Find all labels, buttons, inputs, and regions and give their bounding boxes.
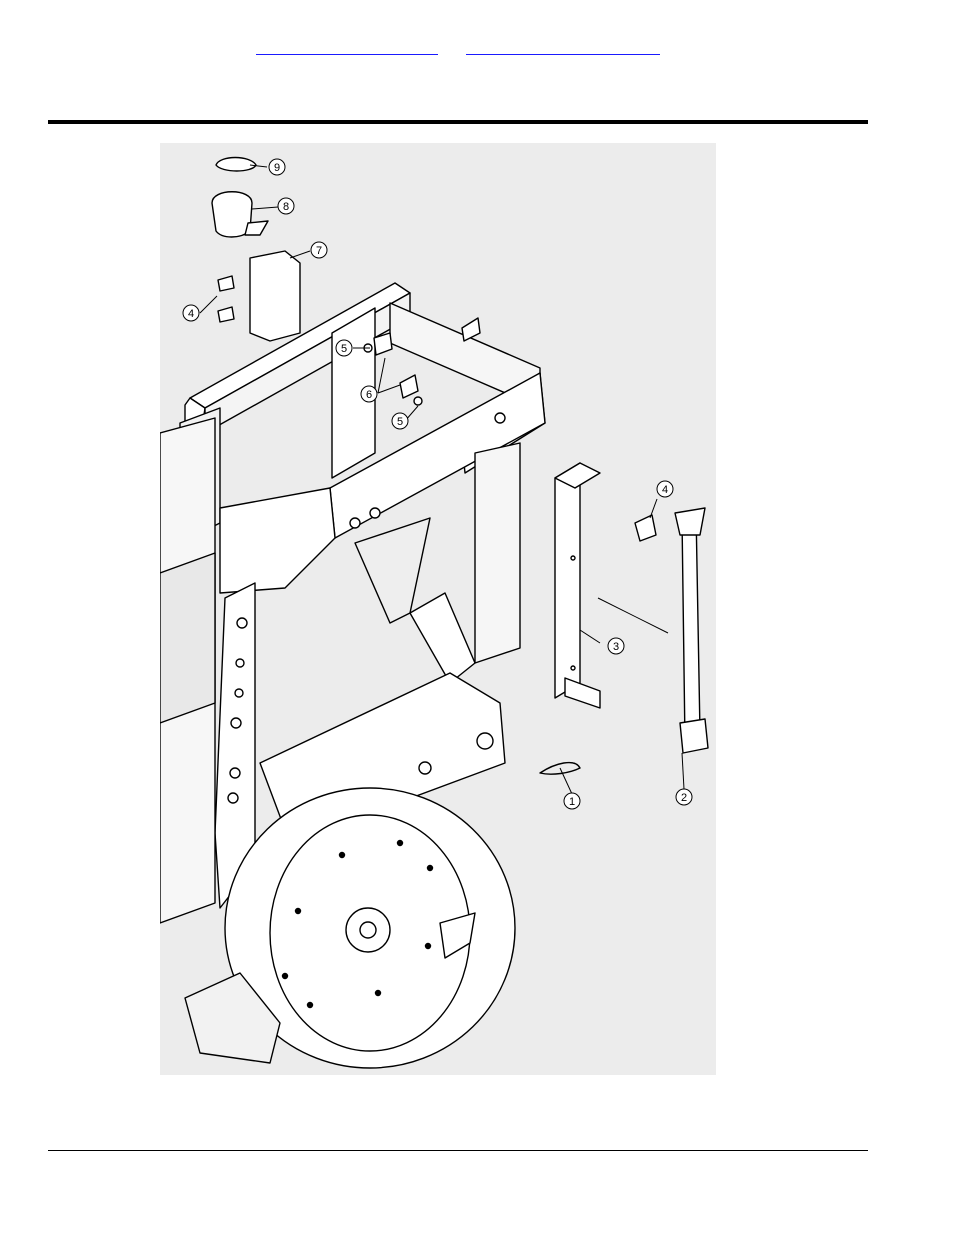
header-rule — [48, 120, 868, 124]
header-link-2[interactable] — [466, 40, 660, 55]
callout-2: 2 — [681, 792, 687, 804]
header-link-1[interactable] — [256, 40, 438, 55]
callout-5-upper: 5 — [341, 343, 347, 355]
callout-8: 8 — [283, 201, 289, 213]
callout-6: 6 — [366, 389, 372, 401]
callout-4-lower: 4 — [662, 484, 668, 496]
exploded-parts-diagram: 9 8 7 4 5 6 5 4 3 1 2 — [160, 143, 716, 1075]
callout-1: 1 — [569, 796, 575, 808]
callout-3: 3 — [613, 641, 619, 653]
callout-9: 9 — [274, 162, 280, 174]
callout-4-upper: 4 — [188, 308, 194, 320]
footer-rule — [48, 1150, 868, 1151]
callout-5-lower: 5 — [397, 416, 403, 428]
callout-7: 7 — [316, 245, 322, 257]
